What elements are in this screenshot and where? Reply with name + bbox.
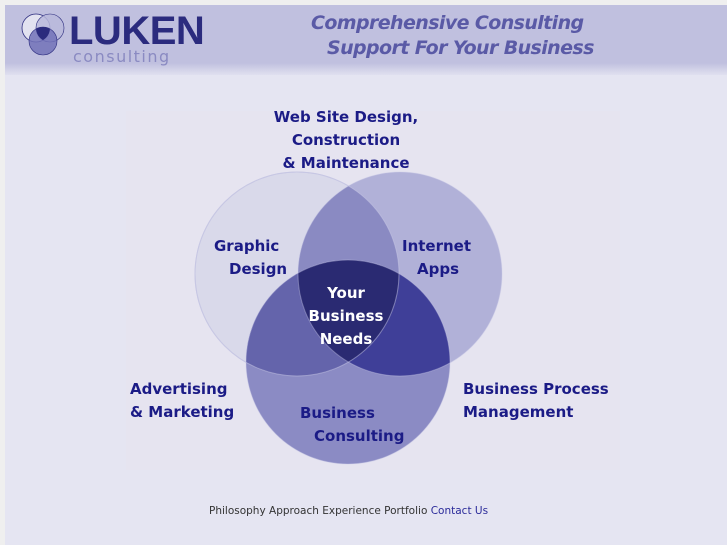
nav-philosophy[interactable]: Philosophy	[209, 505, 266, 517]
nav-experience[interactable]: Experience	[322, 505, 381, 517]
label-business-consulting: Business Consulting	[300, 404, 405, 445]
label-internet-apps: Internet Apps	[402, 237, 472, 278]
label-graphic-design: Graphic Design	[214, 237, 288, 278]
venn-circles	[194, 171, 503, 465]
tagline: Comprehensive Consulting Support For You…	[311, 11, 594, 61]
logo[interactable]: LUKEN consulting	[19, 9, 209, 67]
header-banner: LUKEN consulting Comprehensive Consultin…	[5, 5, 727, 75]
tagline-line1: Comprehensive Consulting	[311, 12, 584, 34]
nav-approach[interactable]: Approach	[269, 505, 319, 517]
label-advertising-marketing: Advertising & Marketing	[130, 380, 235, 421]
logo-subtitle: consulting	[73, 47, 171, 66]
venn-logo-icon	[21, 13, 65, 56]
nav-contact-us[interactable]: Contact Us	[430, 505, 489, 517]
label-business-process: Business Process Management	[463, 380, 609, 421]
footer-nav: Philosophy Approach Experience Portfolio…	[209, 505, 488, 517]
tagline-line2: Support For Your Business	[327, 37, 594, 59]
logo-wordmark: LUKEN	[69, 9, 205, 53]
venn-diagram: Web Site Design, Construction & Maintena…	[126, 108, 620, 470]
label-your-business-needs: Your Business Needs	[308, 284, 384, 348]
page: LUKEN consulting Comprehensive Consultin…	[5, 5, 727, 545]
nav-portfolio[interactable]: Portfolio	[384, 505, 428, 517]
label-web-site-design: Web Site Design, Construction & Maintena…	[273, 108, 419, 172]
